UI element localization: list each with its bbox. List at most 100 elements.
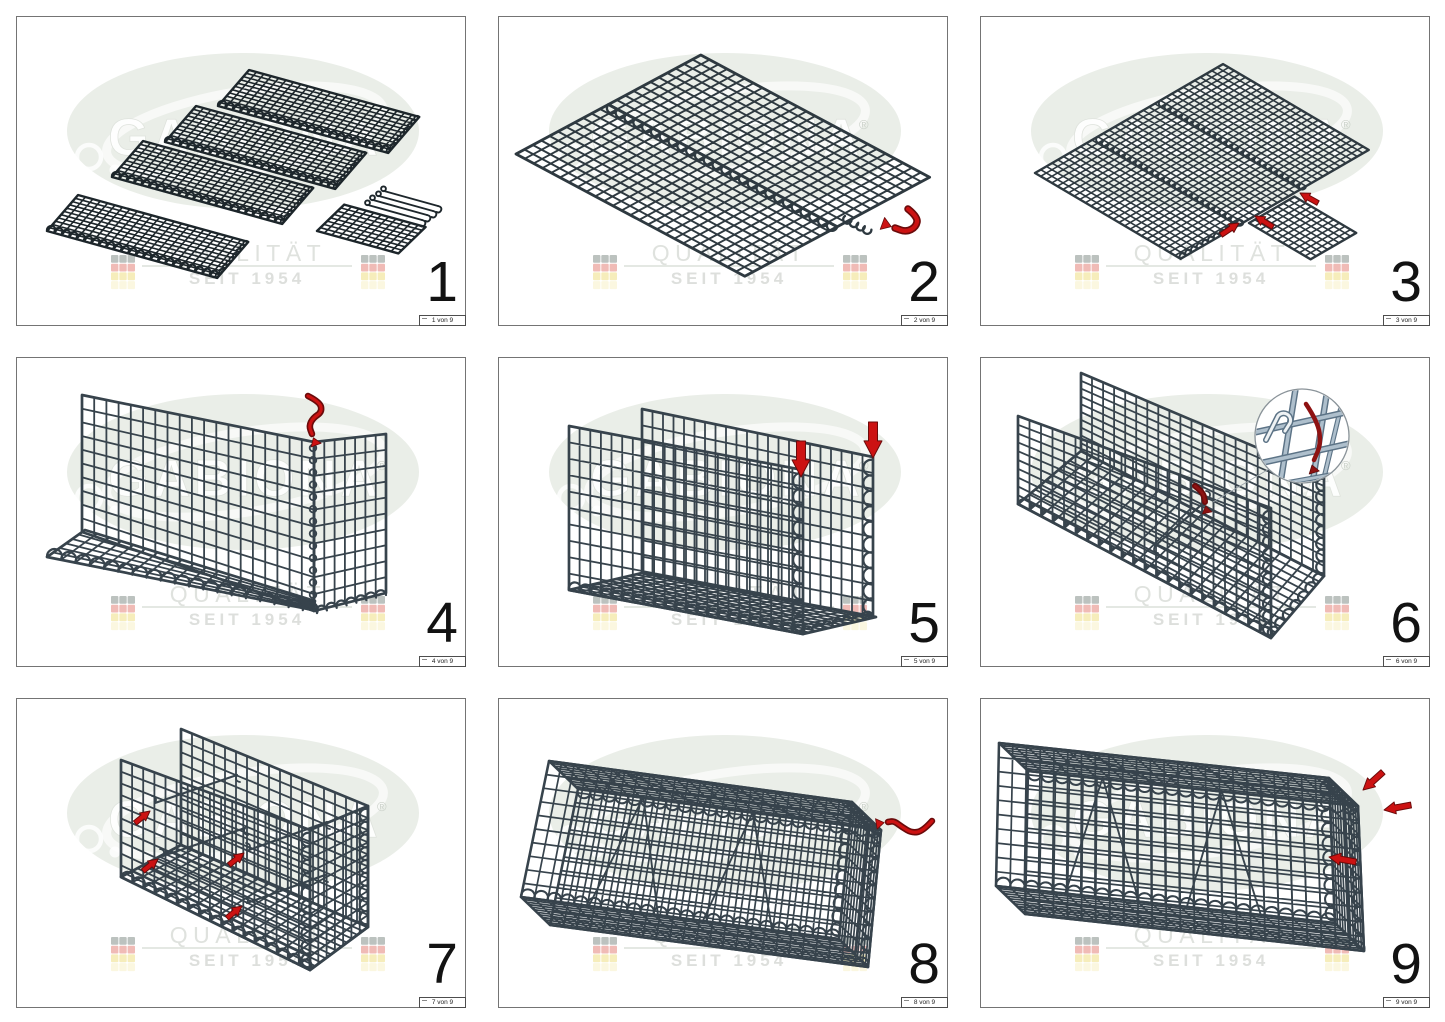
scale-tick	[422, 318, 427, 319]
page-counter-box: 1 von 9	[419, 315, 466, 326]
page-counter-box: 8 von 9	[901, 997, 948, 1008]
red-arrow	[226, 852, 245, 868]
step-number: 9	[1390, 932, 1422, 996]
flag-icon-left	[1075, 937, 1099, 972]
watermark-registered: ®	[377, 117, 387, 132]
watermark-since: SEIT 1954	[1153, 951, 1269, 970]
scale-tick	[422, 1000, 427, 1001]
scale-tick	[1386, 318, 1391, 319]
step-number: 8	[908, 932, 940, 996]
page-counter-box: 3 von 9	[1383, 315, 1430, 326]
red-arrow	[1254, 215, 1275, 230]
red-arrow	[1328, 852, 1357, 866]
red-arrow	[132, 810, 151, 826]
page-counter-box: 5 von 9	[901, 656, 948, 667]
step-number: 4	[426, 591, 458, 655]
watermark-since: SEIT 1954	[671, 269, 787, 288]
page-counter-label: 9 von 9	[1395, 999, 1418, 1006]
step-number: 3	[1390, 250, 1422, 314]
watermark-brand: GABIONA	[590, 450, 864, 508]
watermark-since: SEIT 1954	[671, 951, 787, 970]
red-arrow	[1219, 222, 1240, 238]
flag-icon-right	[361, 937, 385, 972]
page-counter-label: 5 von 9	[913, 658, 936, 665]
step-number: 1	[426, 250, 458, 314]
page-counter-box: 2 von 9	[901, 315, 948, 326]
flag-icon-right	[361, 255, 385, 290]
scale-tick	[904, 659, 909, 660]
red-arrow	[224, 905, 243, 921]
scale-tick	[1386, 1000, 1391, 1001]
flag-icon-left	[111, 596, 135, 631]
step-number: 5	[908, 591, 940, 655]
red-arrow	[863, 421, 883, 459]
step-number: 7	[426, 932, 458, 996]
mesh-drawing	[45, 68, 443, 280]
page-counter-box: 6 von 9	[1383, 656, 1430, 667]
red-arrow	[140, 858, 159, 874]
flag-icon-left	[1075, 596, 1099, 631]
red-arrow	[791, 440, 811, 478]
watermark-quality: QUALITÄT	[652, 240, 808, 266]
step-number: 2	[908, 250, 940, 314]
watermark-registered: ®	[1341, 458, 1351, 473]
watermark-registered: ®	[859, 117, 869, 132]
mesh-drawing	[45, 392, 388, 615]
mesh-drawing	[994, 741, 1412, 953]
watermark-since: SEIT 1954	[189, 269, 305, 288]
watermark-registered: ®	[1341, 117, 1351, 132]
scale-tick	[904, 1000, 909, 1001]
watermark-since: SEIT 1954	[1153, 269, 1269, 288]
scale-tick	[422, 659, 427, 660]
page-counter-label: 2 von 9	[913, 317, 936, 324]
page-counter-label: 1 von 9	[431, 317, 454, 324]
watermark-brand: GABIONA	[108, 450, 382, 508]
mesh-drawing	[119, 727, 370, 972]
mesh-drawing	[519, 759, 936, 969]
flag-icon-right	[1325, 596, 1349, 631]
step-number: 6	[1390, 591, 1422, 655]
page-counter-box: 9 von 9	[1383, 997, 1430, 1008]
mesh-drawing	[514, 53, 932, 278]
flag-icon-left	[111, 255, 135, 290]
flag-icon-left	[1075, 255, 1099, 290]
page-counter-label: 4 von 9	[431, 658, 454, 665]
flag-icon-right	[1325, 255, 1349, 290]
mesh-drawing	[1033, 62, 1370, 261]
watermark-since: SEIT 1954	[189, 951, 305, 970]
flag-icon-left	[593, 255, 617, 290]
page-counter-label: 3 von 9	[1395, 317, 1418, 324]
watermark-registered: ®	[377, 799, 387, 814]
mesh-drawing	[567, 407, 883, 636]
page-counter-box: 7 von 9	[419, 997, 466, 1008]
flag-icon-left	[111, 937, 135, 972]
page-counter-label: 8 von 9	[913, 999, 936, 1006]
red-arrow	[1383, 801, 1412, 815]
page-counter-box: 4 von 9	[419, 656, 466, 667]
page-counter-label: 6 von 9	[1395, 658, 1418, 665]
flag-icon-right	[361, 596, 385, 631]
watermark-registered: ®	[859, 799, 869, 814]
red-arrow	[1362, 769, 1386, 791]
scale-tick	[1386, 659, 1391, 660]
flag-icon-left	[593, 937, 617, 972]
scale-tick	[904, 318, 909, 319]
